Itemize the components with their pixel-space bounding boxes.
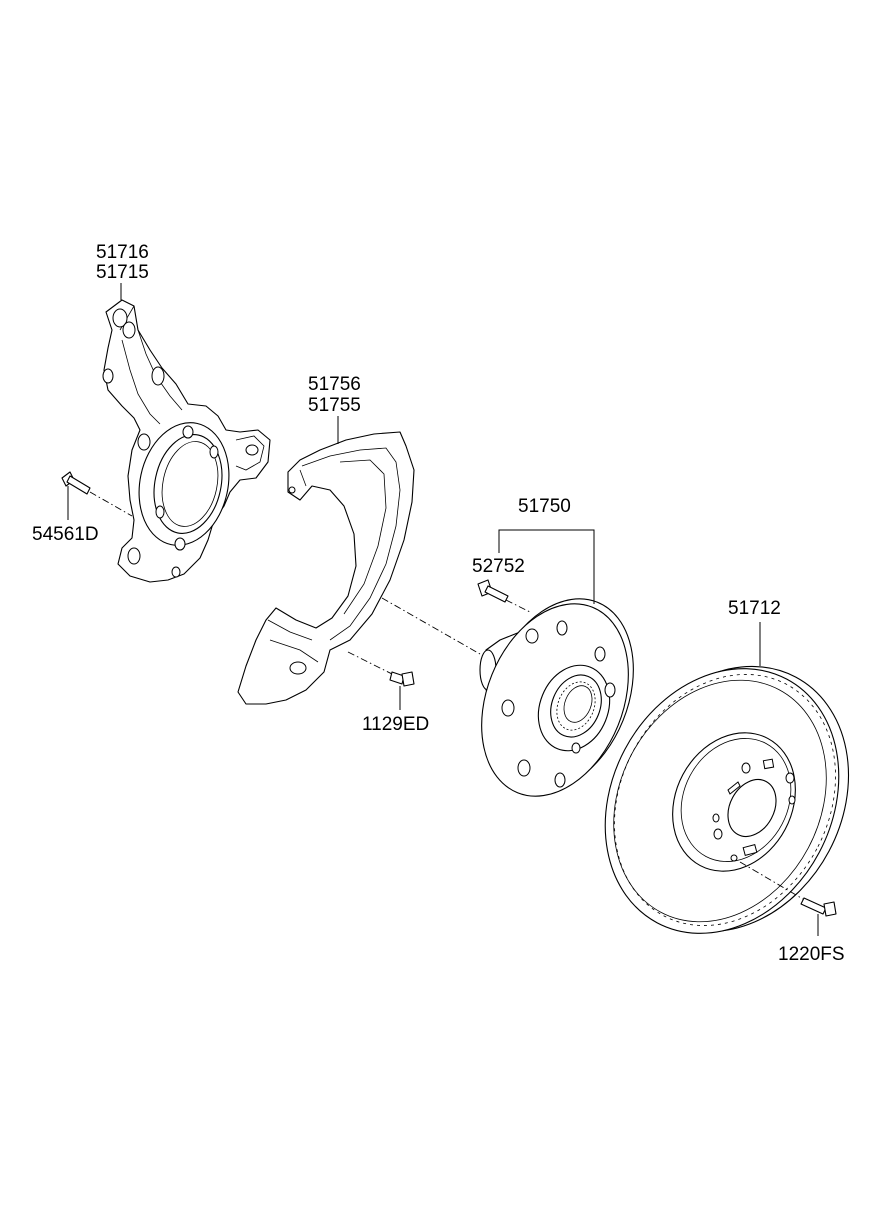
- hub-bolt-part-number: 52752: [472, 556, 525, 577]
- hub-part-number: 51750: [498, 496, 595, 604]
- dust-cover-label-51756: 51756: [308, 374, 361, 395]
- disc-part-number: 51712: [728, 598, 781, 666]
- dust-cover-screw-part-number: 1129ED: [362, 686, 429, 735]
- dust-cover[interactable]: [237, 431, 415, 705]
- dust-cover-label-51755: 51755: [308, 395, 361, 416]
- hub-label: 51750: [518, 496, 571, 517]
- knuckle-label-51716: 51716: [96, 242, 149, 263]
- knuckle-bolt[interactable]: [61, 471, 133, 517]
- brake-disc[interactable]: [560, 625, 886, 974]
- dust-cover-screw[interactable]: [347, 651, 415, 687]
- disc-screw-label: 1220FS: [778, 944, 845, 965]
- disc-label: 51712: [728, 598, 781, 619]
- dust-cover-screw-label: 1129ED: [362, 714, 429, 735]
- disc-screw[interactable]: [739, 861, 837, 917]
- dust-cover-part-number: 51756 51755: [308, 374, 361, 444]
- wheel-hub[interactable]: [454, 577, 660, 818]
- disc-screw-part-number: 1220FS: [778, 914, 845, 965]
- steering-knuckle[interactable]: [102, 299, 271, 583]
- hub-bolt-label: 52752: [472, 556, 525, 577]
- assembly-axis: [381, 597, 481, 655]
- hub-bolt[interactable]: [477, 579, 531, 613]
- knuckle-bolt-label: 54561D: [32, 524, 99, 545]
- knuckle-part-number: 51716 51715: [96, 242, 149, 300]
- knuckle-label-51715: 51715: [96, 262, 149, 283]
- knuckle-bolt-part-number: 54561D: [32, 486, 99, 545]
